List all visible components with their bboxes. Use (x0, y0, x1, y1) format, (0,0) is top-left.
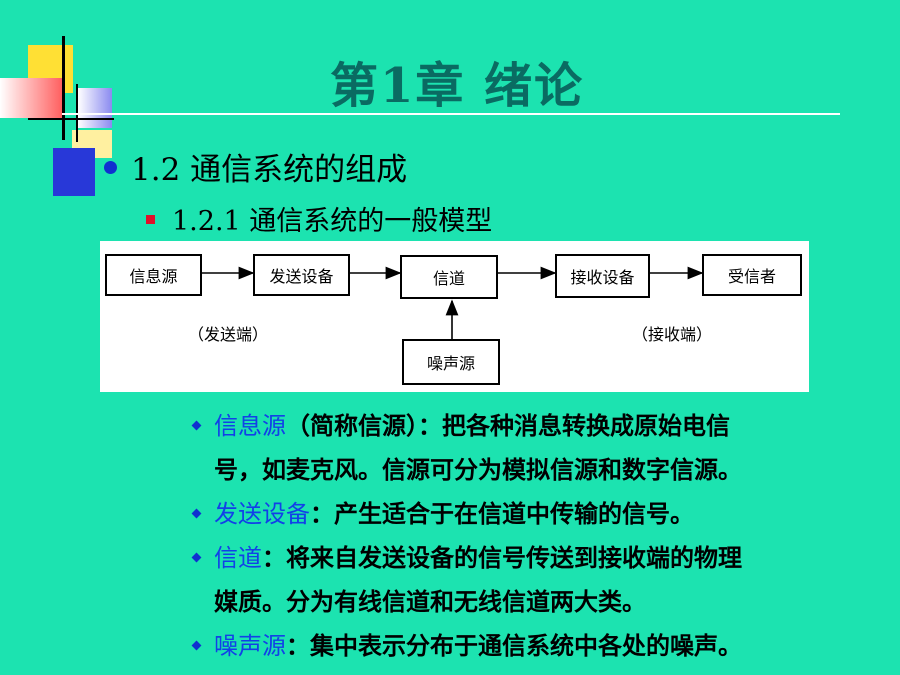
definition-channel: ：将来自发送设备的信号传送到接收端的物理 (262, 543, 742, 572)
decoration-pink-gradient (0, 78, 62, 118)
box-transmitter: 发送设备 (253, 254, 350, 296)
decoration-blue-square (53, 148, 95, 196)
definition-list: 信息源（简称信源）：把各种消息转换成原始电信 号，如麦克风。信源可分为模拟信源和… (190, 404, 890, 668)
box-sink: 受信者 (702, 254, 802, 296)
diagram-arrows (202, 266, 704, 339)
list-item: 发送设备：产生适合于在信道中传输的信号。 (190, 492, 890, 536)
term-transmitter: 发送设备 (214, 500, 310, 528)
definition-source-cont: 号，如麦克风。信源可分为模拟信源和数字信源。 (214, 455, 742, 484)
title-divider (62, 113, 840, 115)
bullet-square-icon (146, 215, 155, 224)
box-channel: 信道 (400, 255, 498, 299)
label-receive-end: （接收端） (632, 325, 713, 344)
term-noise: 噪声源 (214, 632, 286, 660)
subsection-heading: 1.2.1 通信系统的一般模型 (146, 199, 493, 237)
label-send-end: （发送端） (188, 325, 269, 344)
definition-noise: ：集中表示分布于通信系统中各处的噪声。 (286, 631, 742, 660)
definition-channel-cont: 媒质。分为有线信道和无线信道两大类。 (214, 587, 646, 616)
subsection-heading-text: 1.2.1 通信系统的一般模型 (172, 206, 493, 237)
section-heading-text: 1.2 通信系统的组成 (131, 152, 408, 188)
list-item: 信息源（简称信源）：把各种消息转换成原始电信 号，如麦克风。信源可分为模拟信源和… (190, 404, 890, 492)
term-source: 信息源 (214, 412, 286, 440)
term-channel: 信道 (214, 544, 262, 572)
list-item: 信道：将来自发送设备的信号传送到接收端的物理 媒质。分为有线信道和无线信道两大类… (190, 536, 890, 624)
communication-model-diagram: 信息源 发送设备 信道 接收设备 受信者 噪声源 （发送端） （接收端） (100, 241, 809, 392)
section-heading: 1.2 通信系统的组成 (104, 144, 407, 188)
decoration-horizontal-line (28, 118, 114, 120)
slide-title: 第1章 绪论 (330, 58, 585, 114)
list-item: 噪声源：集中表示分布于通信系统中各处的噪声。 (190, 624, 890, 668)
diamond-bullet-icon (191, 640, 202, 651)
definition-transmitter: ：产生适合于在信道中传输的信号。 (310, 499, 694, 528)
diamond-bullet-icon (191, 420, 202, 431)
box-receiver: 接收设备 (555, 254, 650, 298)
decoration-lavender-square (78, 88, 112, 128)
bullet-dot-icon (104, 161, 117, 174)
decoration-vertical-line (62, 36, 65, 140)
box-source: 信息源 (105, 254, 202, 296)
definition-source: （简称信源）：把各种消息转换成原始电信 (286, 411, 730, 440)
box-noise: 噪声源 (402, 339, 500, 385)
diamond-bullet-icon (191, 508, 202, 519)
diamond-bullet-icon (191, 552, 202, 563)
